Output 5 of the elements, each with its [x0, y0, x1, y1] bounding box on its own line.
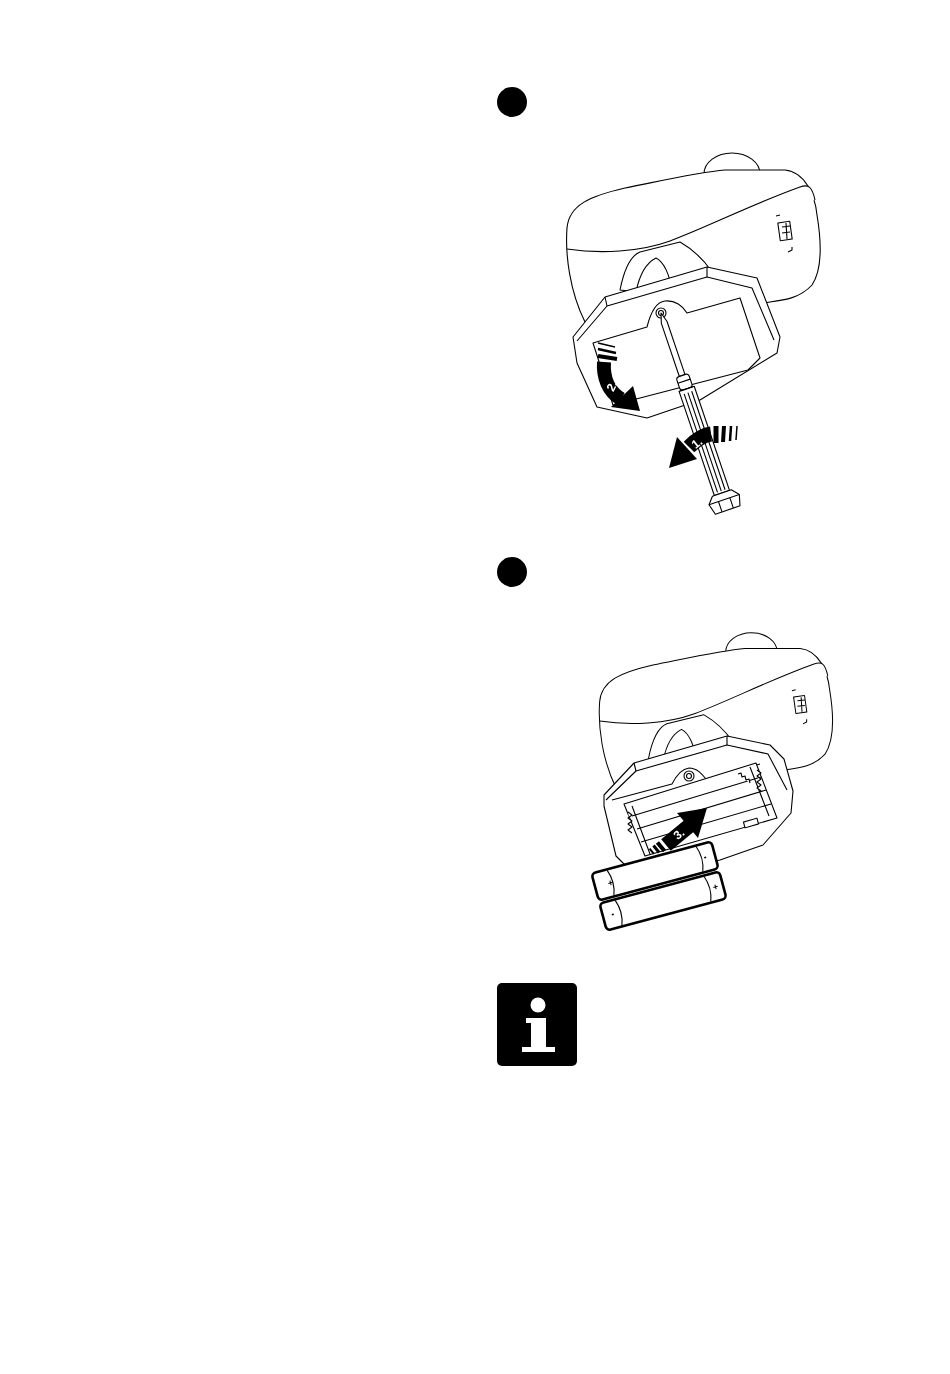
polarity-sign: + — [606, 877, 614, 889]
step-number: 3. — [671, 826, 687, 842]
polarity-sign: + — [711, 881, 719, 893]
step-number: 2. — [604, 378, 620, 394]
step-number: 1. — [689, 435, 705, 451]
